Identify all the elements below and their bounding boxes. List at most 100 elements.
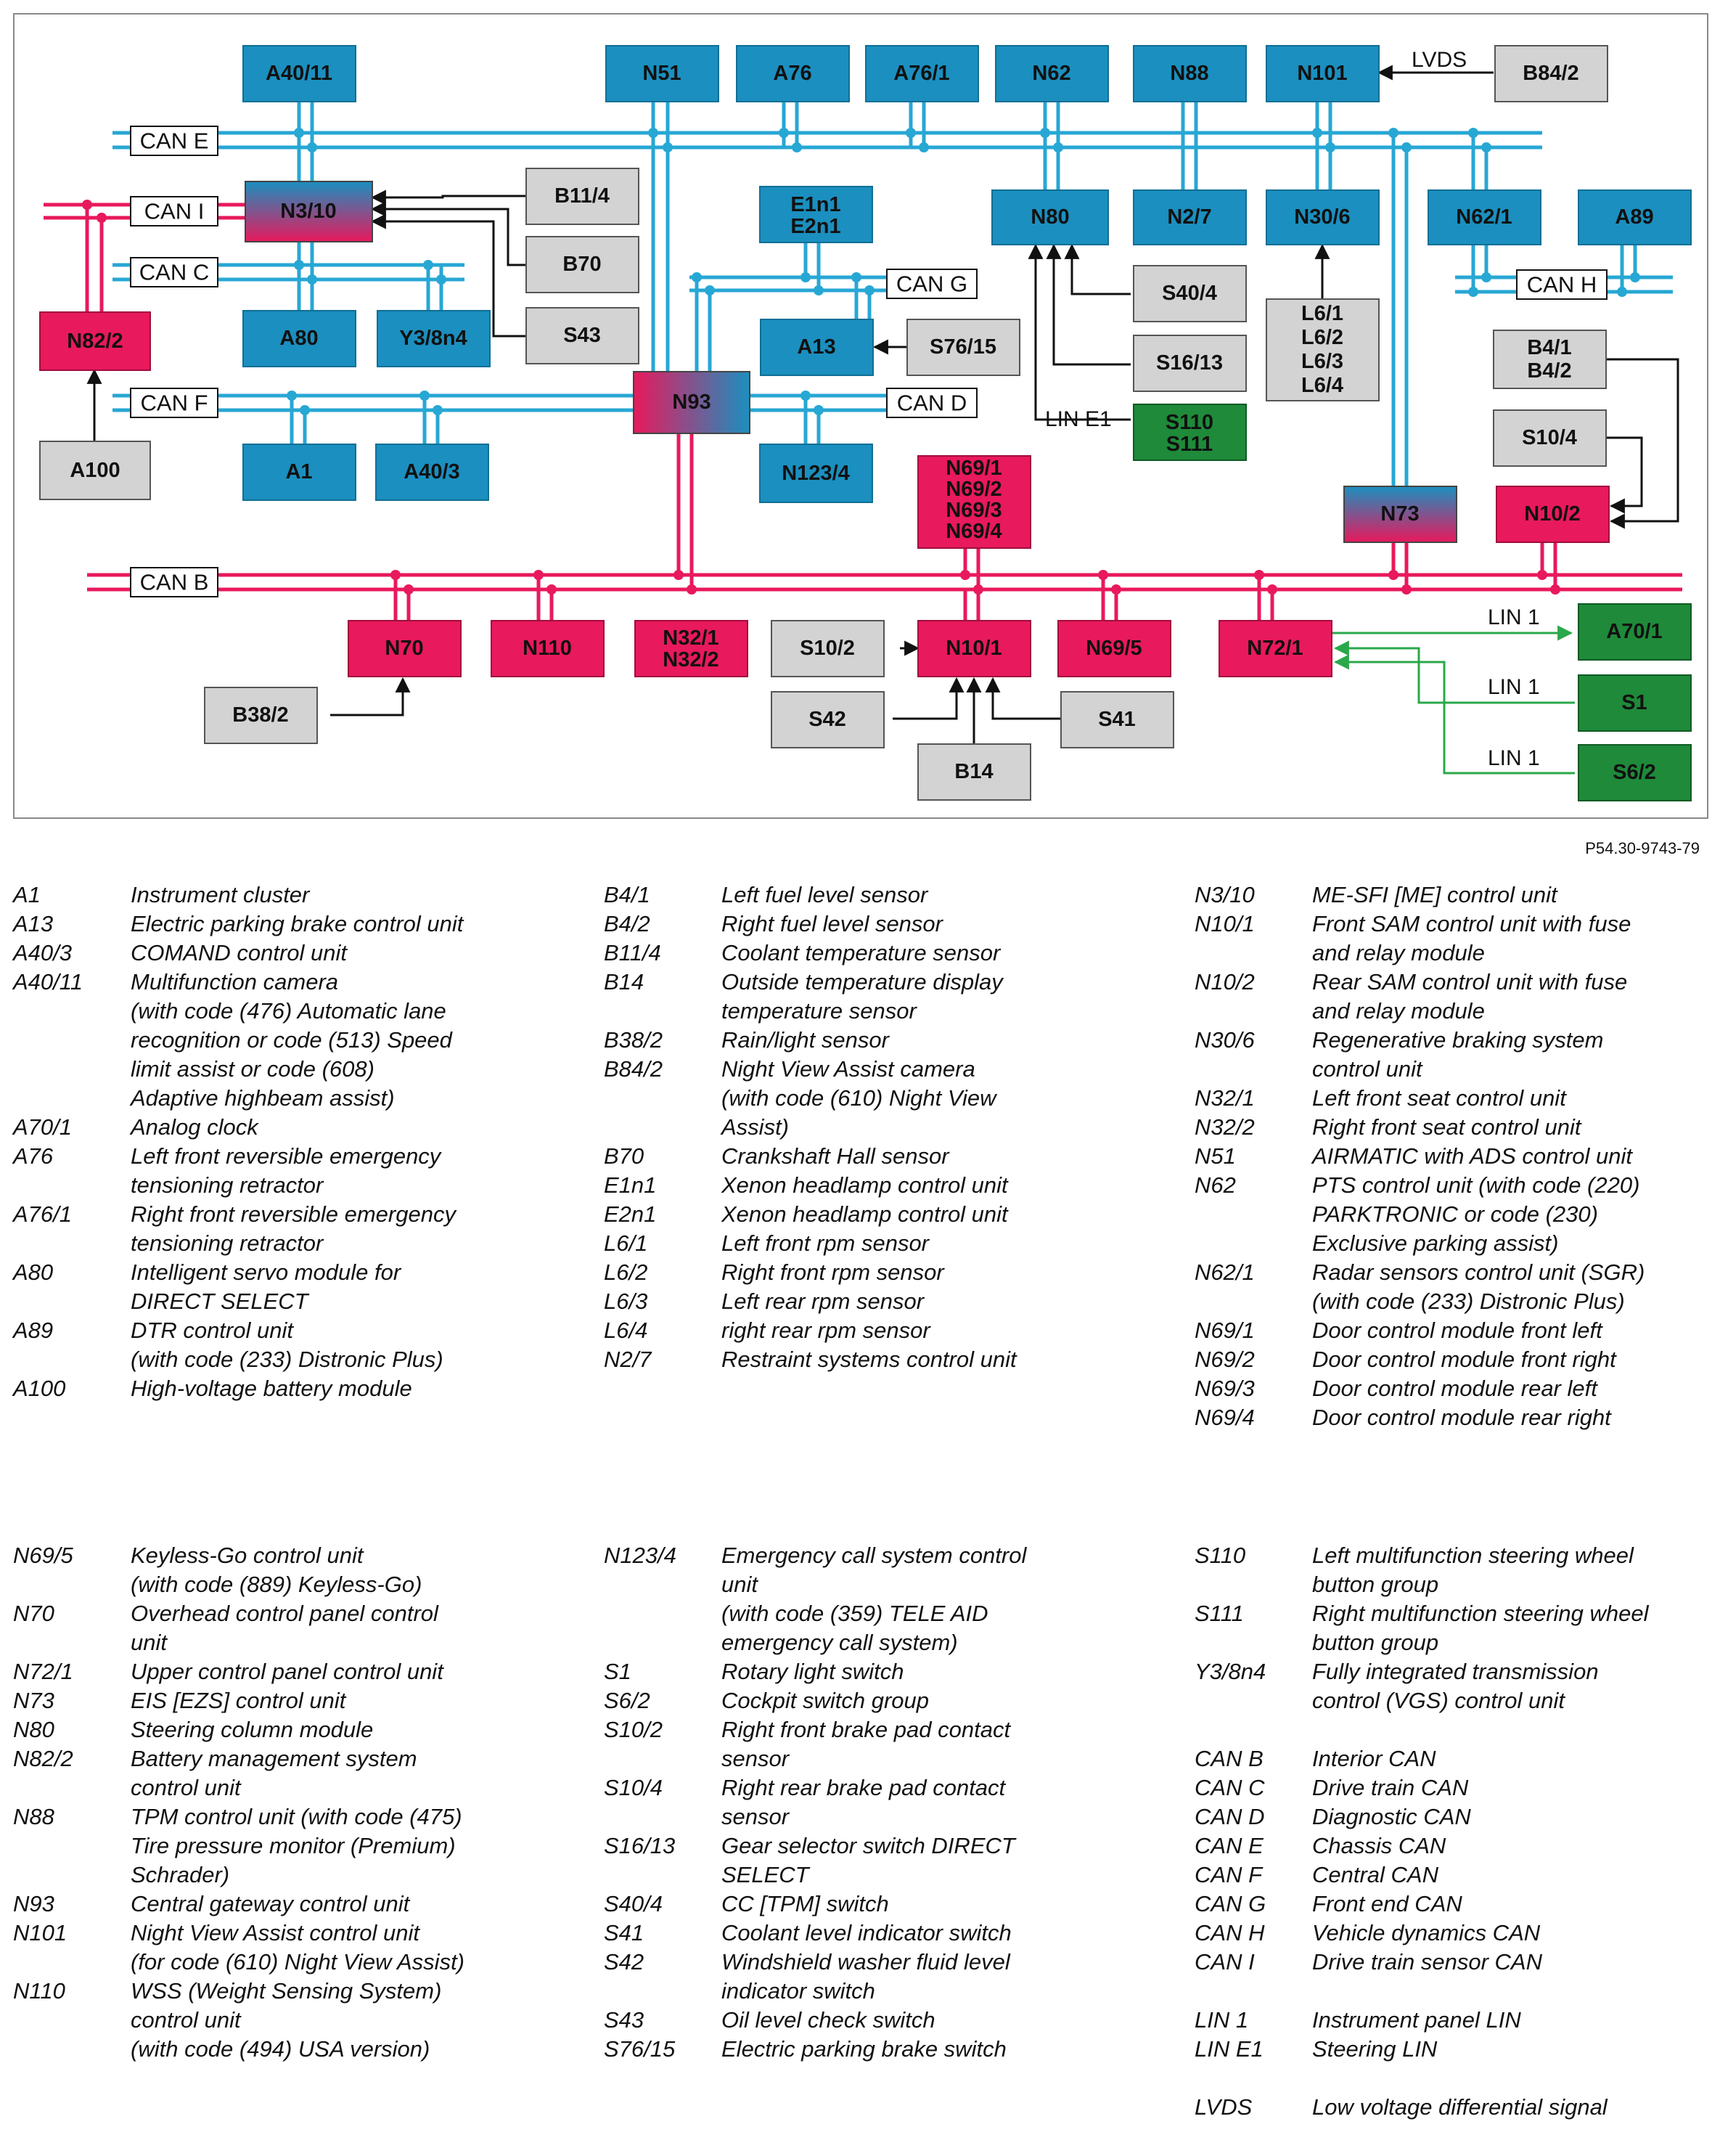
junction-dot xyxy=(1312,128,1322,138)
junction-dot xyxy=(800,391,811,401)
legend-description: Xenon headlamp control unit xyxy=(721,1172,1008,1198)
n72-1-label: N72/1 xyxy=(1247,637,1303,660)
n3-10-box-rect xyxy=(245,181,373,242)
s10-2-box: S10/2 xyxy=(771,620,885,677)
n73-box-rect xyxy=(1343,486,1457,543)
legend-description: Steering LIN xyxy=(1312,2036,1438,2062)
legend-description: Right front seat control unit xyxy=(1312,1114,1581,1140)
n72-1-box-rect xyxy=(1219,620,1332,677)
legend-code: A89 xyxy=(13,1318,54,1343)
a1-box-rect xyxy=(242,444,356,501)
legend-code: B84/2 xyxy=(604,1056,663,1082)
legend-code: N3/10 xyxy=(1195,882,1255,907)
junction-dot xyxy=(1388,128,1398,138)
n51-box: N51 xyxy=(605,45,719,102)
s10-4-box: S10/4 xyxy=(1493,409,1607,467)
legend-description: Drive train CAN xyxy=(1312,1775,1469,1800)
legend-description: TPM control unit (with code (475) Tire p… xyxy=(131,1804,462,1887)
legend-code: L6/2 xyxy=(604,1259,648,1285)
junction-dot xyxy=(1040,128,1050,138)
legend-code: N69/1 xyxy=(1195,1318,1255,1343)
n69-2-label: N69/2 xyxy=(946,478,1002,501)
n123-4-label: N123/4 xyxy=(782,462,850,485)
legend-description: Right fuel level sensor xyxy=(721,911,943,936)
legend-code: A76 xyxy=(13,1143,54,1169)
legend-description: Right front rpm sensor xyxy=(721,1259,944,1285)
n69-3-label: N69/3 xyxy=(946,499,1002,522)
legend-code: E2n1 xyxy=(604,1201,657,1227)
s1-box-rect xyxy=(1578,674,1692,732)
legend-description: Restraint systems control unit xyxy=(721,1347,1017,1372)
junction-dot xyxy=(433,405,443,415)
legend-code: N62/1 xyxy=(1195,1259,1255,1285)
n30-6-label: N30/6 xyxy=(1294,205,1350,229)
legend-description: Front end CAN xyxy=(1312,1891,1462,1916)
n73-label: N73 xyxy=(1380,502,1419,526)
legend-description: Fully integrated transmission control (V… xyxy=(1312,1659,1599,1713)
s6-2-label: S6/2 xyxy=(1613,761,1656,784)
legend-description: Crankshaft Hall sensor xyxy=(721,1143,949,1169)
n110-label: N110 xyxy=(523,637,572,660)
b4-box: B4/1 B4/2 xyxy=(1493,330,1607,389)
junction-dot xyxy=(960,570,970,580)
legend-code: S16/13 xyxy=(604,1833,676,1858)
junction-dot xyxy=(814,405,824,415)
junction-dot xyxy=(1053,142,1063,152)
s42-label: S42 xyxy=(808,708,846,731)
junction-dot xyxy=(648,128,658,138)
n2-7-box-rect xyxy=(1133,189,1247,245)
can-e-tag-box xyxy=(130,126,218,156)
s10-4-label: S10/4 xyxy=(1522,426,1577,449)
legend-description: Left front seat control unit xyxy=(1312,1085,1566,1111)
n10-1-box-rect xyxy=(917,620,1031,677)
s40-4-box: S40/4 xyxy=(1133,265,1247,322)
legend-code: CAN E xyxy=(1195,1833,1264,1858)
legend-description: right rear rpm sensor xyxy=(721,1318,930,1343)
lin1-s1-wire xyxy=(1333,640,1575,704)
legend-code: N10/2 xyxy=(1195,969,1255,995)
n123-4-box-rect xyxy=(759,444,873,503)
s76-15-box: S76/15 xyxy=(906,319,1020,376)
legend-description: High-voltage battery module xyxy=(131,1376,412,1401)
n62-box: N62 xyxy=(995,45,1109,102)
b4-signal-wire xyxy=(1606,358,1679,529)
a89-box-rect xyxy=(1578,189,1692,245)
legend-description: Xenon headlamp control unit xyxy=(721,1201,1008,1227)
junction-dot xyxy=(1550,584,1560,595)
junction-dot xyxy=(663,142,673,152)
n51-box-rect xyxy=(605,45,719,102)
can-e-tag: CAN E xyxy=(130,126,218,156)
legend-description: Left front reversible emergency tensioni… xyxy=(131,1143,441,1198)
b70-box-rect xyxy=(525,236,639,293)
legend-code: S10/2 xyxy=(604,1717,663,1742)
s43-box-rect xyxy=(525,307,639,364)
can-c-tag: CAN C xyxy=(130,257,218,287)
n62-label: N62 xyxy=(1032,62,1070,85)
b84-2-label: B84/2 xyxy=(1523,62,1578,85)
legend-code: B4/2 xyxy=(604,911,650,936)
n10-2-box: N10/2 xyxy=(1496,486,1610,543)
junction-dot xyxy=(1481,142,1491,152)
n80-label: N80 xyxy=(1031,205,1069,229)
legend-description: CC [TPM] switch xyxy=(721,1891,889,1916)
can-i-label: CAN I xyxy=(144,199,205,224)
junction-dot xyxy=(1401,584,1412,595)
